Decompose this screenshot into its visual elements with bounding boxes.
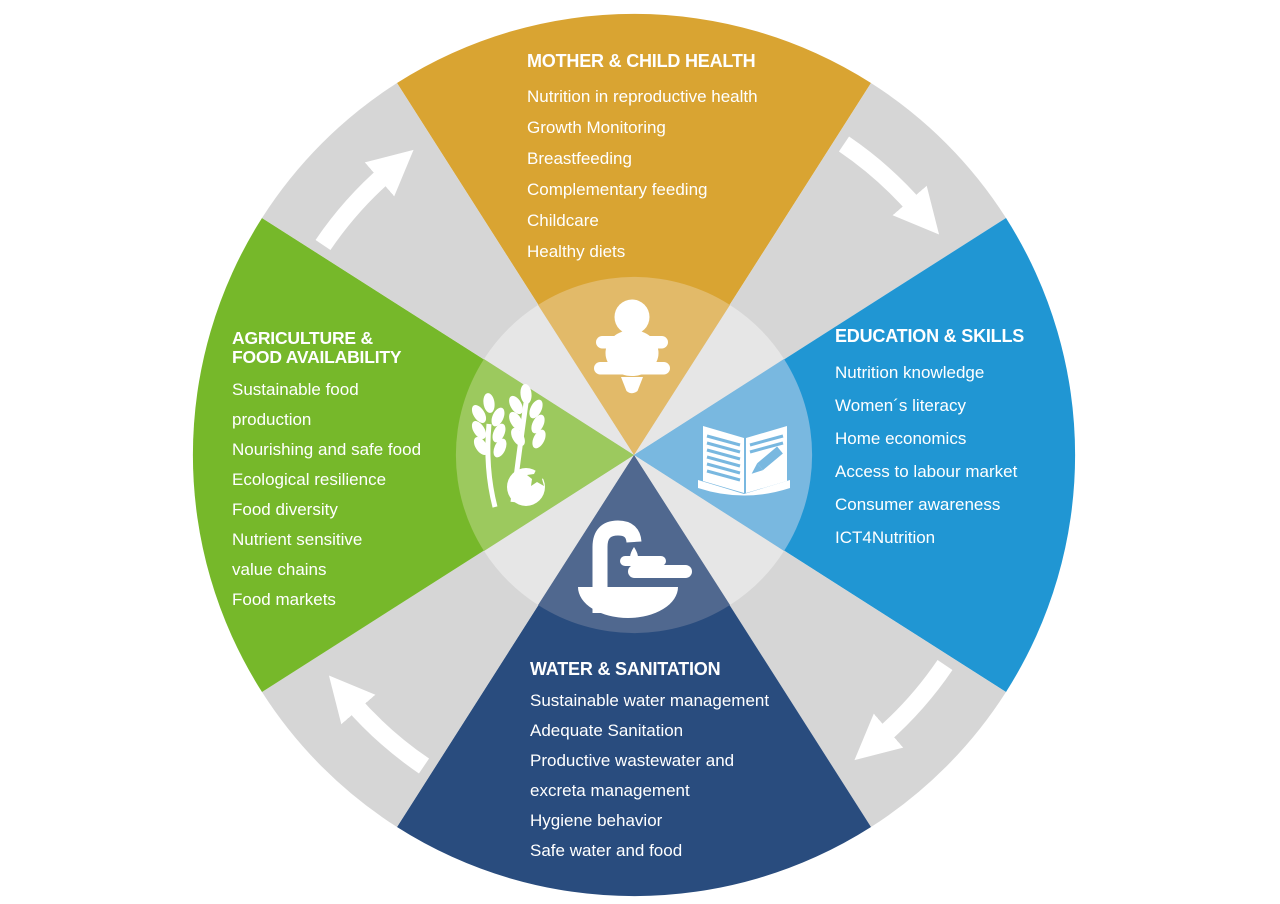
inner-connector-bottom-left <box>484 455 634 605</box>
sector-item: ICT4Nutrition <box>835 528 936 547</box>
sector-item: Nutrition in reproductive health <box>527 87 758 106</box>
sector-item: Nutrition knowledge <box>835 363 985 382</box>
sector-item: Home economics <box>835 429 967 448</box>
sector-item: Access to labour market <box>835 462 1018 481</box>
sector-items: Nutrition knowledge Women´s literacy Hom… <box>835 356 1024 554</box>
inner-sector-agriculture-food <box>455 359 634 551</box>
sector-panel-education-skills: EDUCATION & SKILLS Nutrition knowledge W… <box>835 325 1024 554</box>
flow-arrow-bottom-left <box>328 675 430 774</box>
sector-item: Food diversity <box>232 500 338 519</box>
sector-panel-water-sanitation: WATER & SANITATION Sustainable water man… <box>530 658 769 866</box>
inner-connector-bottom-right <box>634 455 784 605</box>
open-book-icon <box>698 426 790 496</box>
baby-icon <box>594 299 670 394</box>
wheat-tomato-icon <box>471 384 547 508</box>
sector-item: Nourishing and safe food <box>232 440 422 459</box>
sector-item: Growth Monitoring <box>527 118 666 137</box>
flow-arrow-bottom-right <box>854 659 953 761</box>
sector-item: Adequate Sanitation <box>530 721 684 740</box>
sector-item: Sustainable water management <box>530 691 770 710</box>
sector-title-mother-child-health: MOTHER & CHILD HEALTH <box>527 51 756 71</box>
inner-connector-top-right <box>634 305 784 455</box>
sector-title-education-skills: EDUCATION & SKILLS <box>835 326 1025 346</box>
sector-items: Nutrition in reproductive health Growth … <box>527 81 758 267</box>
sector-items: Sustainable food production Nourishing a… <box>232 375 421 615</box>
sector-education-skills <box>634 218 1076 692</box>
sector-item: Food markets <box>232 590 336 609</box>
flow-arrow-top-left <box>315 149 414 251</box>
sector-panel-agriculture-food: AGRICULTURE & FOOD AVAILABILITY Sustaina… <box>232 329 421 615</box>
sector-item: Hygiene behavior <box>530 811 663 830</box>
sector-item: Productive wastewater and excreta manage… <box>530 751 735 800</box>
pen-icon <box>751 446 783 474</box>
sector-title-agriculture-food: AGRICULTURE & FOOD AVAILABILITY <box>232 328 402 367</box>
sector-item: Nutrient sensitive value chains <box>232 530 363 579</box>
handwashing-icon <box>578 520 692 618</box>
sector-item: Safe water and food <box>530 841 683 860</box>
sector-item: Consumer awareness <box>835 495 1001 514</box>
sector-item: Childcare <box>527 211 599 230</box>
sector-title-water-sanitation: WATER & SANITATION <box>530 659 721 679</box>
inner-connector-top-left <box>484 305 634 455</box>
sector-item: Healthy diets <box>527 242 626 261</box>
sector-item: Sustainable food production <box>232 380 359 429</box>
sector-items: Sustainable water management Adequate Sa… <box>530 686 769 866</box>
sector-item: Women´s literacy <box>835 396 966 415</box>
flow-arrow-top-right <box>838 136 940 235</box>
sector-water-sanitation <box>397 455 871 897</box>
sector-agriculture-food <box>192 218 635 692</box>
sector-item: Breastfeeding <box>527 149 632 168</box>
sector-item: Complementary feeding <box>527 180 708 199</box>
sector-mother-child-health <box>397 13 871 455</box>
sector-item: Ecological resilience <box>232 470 387 489</box>
sector-panel-mother-child-health: MOTHER & CHILD HEALTH Nutrition in repro… <box>527 50 758 267</box>
